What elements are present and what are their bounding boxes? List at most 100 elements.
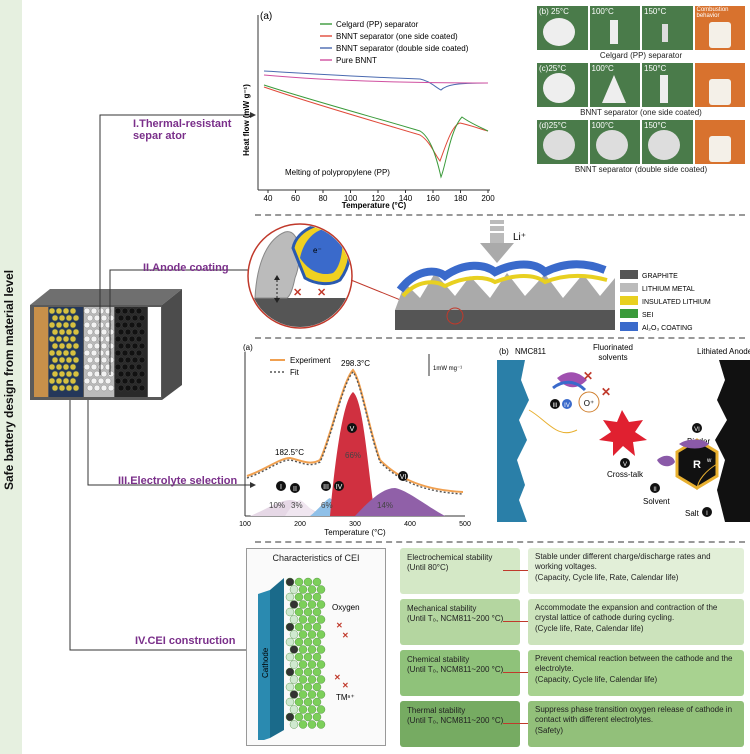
particle bbox=[65, 356, 73, 364]
particle bbox=[121, 349, 129, 357]
cei-characteristics-table: Electrochemical stability(Until 80°C) St… bbox=[400, 548, 744, 747]
schematic-roman-III: III bbox=[552, 403, 557, 409]
cei-particle bbox=[294, 607, 304, 617]
dsc-xtick-label: 100 bbox=[344, 194, 358, 203]
cei-particle bbox=[312, 637, 322, 647]
particle bbox=[93, 384, 101, 392]
electrolyte-xlabel: Temperature (°C) bbox=[324, 528, 386, 537]
particle bbox=[100, 314, 108, 322]
svg-text:✕: ✕ bbox=[336, 621, 343, 630]
particle bbox=[48, 363, 56, 371]
cei-particle bbox=[294, 712, 304, 722]
section-divider-2 bbox=[255, 337, 745, 339]
particle bbox=[124, 370, 132, 378]
dsc-chart: (a) Heat flow (mW g⁻¹) Temperature (°C) … bbox=[242, 11, 495, 210]
dsc-legend-3: Pure BNNT bbox=[336, 56, 377, 65]
peak-II bbox=[285, 500, 320, 516]
cei-particle bbox=[307, 690, 317, 699]
cei-row-name: Chemical stability(Until T₀, NCM811~200 … bbox=[400, 650, 520, 696]
tm-label: TMⁿ⁺ bbox=[336, 693, 355, 702]
cei-row-name: Electrochemical stability(Until 80°C) bbox=[400, 548, 520, 594]
particle bbox=[65, 314, 73, 322]
particle bbox=[69, 377, 77, 385]
particle bbox=[124, 384, 132, 392]
particle bbox=[114, 349, 122, 357]
particle bbox=[62, 363, 70, 371]
particle bbox=[131, 356, 139, 364]
particle bbox=[135, 363, 143, 371]
cei-particle bbox=[312, 622, 322, 632]
particle bbox=[128, 321, 136, 329]
section-divider-1 bbox=[255, 214, 745, 216]
cei-particle bbox=[294, 667, 304, 677]
particle bbox=[51, 314, 59, 322]
cei-row-description: Suppress phase transition oxygen release… bbox=[528, 701, 744, 747]
photo-caption-d: BNNT separator (double side coated) bbox=[574, 165, 708, 174]
dsc-annotation: Melting of polypropylene (PP) bbox=[285, 168, 390, 177]
cei-particle bbox=[316, 615, 326, 624]
cei-particle bbox=[303, 697, 313, 707]
particle bbox=[55, 377, 63, 385]
dsc-xtick-label: 80 bbox=[319, 194, 328, 203]
particle bbox=[83, 363, 91, 371]
particle bbox=[69, 321, 77, 329]
anode-legend-1: LITHIUM METAL bbox=[642, 286, 695, 293]
photo-c4 bbox=[694, 63, 745, 107]
particle bbox=[100, 356, 108, 364]
lithiated-anode-label: Lithiated Anode bbox=[697, 347, 750, 356]
particle bbox=[51, 342, 59, 350]
cei-particle bbox=[316, 645, 326, 654]
tree-connectors bbox=[69, 112, 256, 653]
cei-particle bbox=[307, 600, 317, 609]
particle bbox=[90, 349, 98, 357]
electrolyte-legend-1: Fit bbox=[290, 368, 300, 377]
particle bbox=[72, 370, 80, 378]
roman-V: V bbox=[350, 426, 355, 433]
anode-legend-2: INSULATED LITHIUM bbox=[642, 299, 711, 306]
solvent-label: Solvent bbox=[643, 497, 670, 506]
particle bbox=[86, 384, 94, 392]
schematic-roman-II: II bbox=[653, 487, 657, 493]
cei-particle bbox=[312, 697, 322, 707]
particle bbox=[124, 314, 132, 322]
particle bbox=[72, 384, 80, 392]
particle bbox=[83, 377, 91, 385]
particle bbox=[51, 328, 59, 336]
cei-heading: Characteristics of CEI bbox=[272, 553, 360, 563]
cei-particle bbox=[285, 637, 295, 647]
cei-particle bbox=[294, 637, 304, 647]
fluorinated-label-2: solvents bbox=[598, 353, 627, 362]
particle bbox=[48, 335, 56, 343]
particle bbox=[58, 314, 66, 322]
cei-particle bbox=[289, 660, 299, 669]
svg-text:✕: ✕ bbox=[342, 631, 349, 640]
particle bbox=[107, 384, 115, 392]
battery-illustration bbox=[30, 289, 182, 400]
roman-II: II bbox=[293, 486, 297, 493]
svg-text:✕: ✕ bbox=[334, 673, 341, 682]
pct-III: 6% bbox=[321, 501, 333, 510]
particle bbox=[51, 370, 59, 378]
cei-particle bbox=[316, 660, 326, 669]
particle bbox=[121, 307, 129, 315]
cross-talk-label: Cross-talk bbox=[607, 470, 644, 479]
fluorinated-label-1: Fluorinated bbox=[593, 343, 633, 352]
particle bbox=[138, 356, 146, 364]
oxygen-radical-label: O⁺ bbox=[584, 399, 594, 408]
anode-coating-diagram: ✕ ✕ e⁻ Li⁺ GRAPHITE LITHIUM METAL INSULA… bbox=[247, 220, 711, 332]
particle bbox=[48, 321, 56, 329]
electrolyte-xtick-label: 500 bbox=[459, 521, 471, 528]
dsc-xtick-label: 120 bbox=[371, 194, 385, 203]
section-label-cei: IV.CEI construction bbox=[135, 635, 236, 647]
cei-particle bbox=[294, 622, 304, 632]
particle bbox=[83, 335, 91, 343]
particle bbox=[55, 335, 63, 343]
electrolyte-xtick-label: 300 bbox=[349, 521, 361, 528]
cei-particle bbox=[303, 592, 313, 602]
cei-row-arrow bbox=[503, 672, 529, 673]
dsc-xtick-label: 40 bbox=[264, 194, 273, 203]
cei-particle bbox=[312, 712, 322, 722]
particle bbox=[62, 349, 70, 357]
nmc811-label: NMC811 bbox=[515, 347, 547, 356]
particle bbox=[83, 307, 91, 315]
